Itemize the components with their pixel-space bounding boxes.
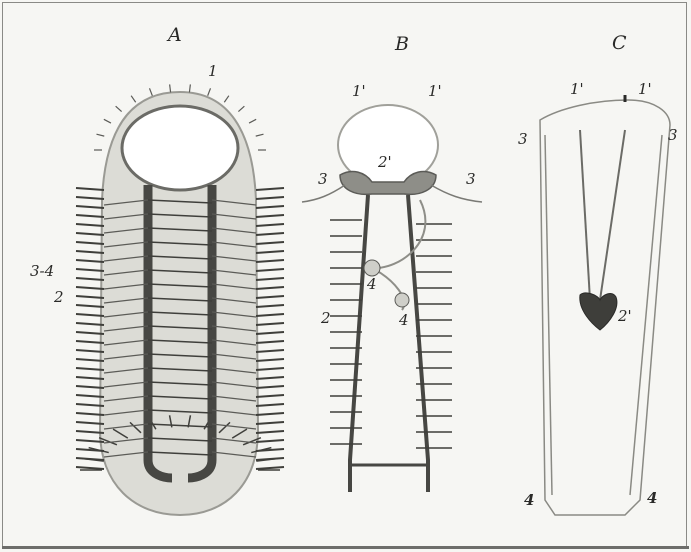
panel-c-label-1prime-right: 1' [638,82,652,97]
panel-c-label-2prime: 2' [618,309,632,324]
panel-a-spine [116,106,122,111]
panel-a-spine [76,314,104,316]
panel-a-spine [76,206,104,208]
panel-a-spine [256,422,284,424]
panel-c-lateral-nerve-right [630,135,662,495]
panel-a-spine [256,260,284,262]
panel-a-spine [76,215,104,217]
panel-a-spine [76,242,104,244]
panel-a-spine [256,206,284,208]
panel-b-ganglion-4b [395,293,409,307]
panel-a-spine [76,233,104,235]
panel-a-spine [256,395,284,397]
panel-c-label-4-left: 4 [524,493,534,508]
panel-a-spine [256,431,284,433]
panel-a-spine [256,314,284,316]
panel-a-spine [76,224,104,226]
panel-a-spine [256,188,284,190]
panel-c-label-4-right: 4 [647,491,657,506]
panel-a-spine [76,278,104,280]
panel-a-spine [256,215,284,217]
panel-a-spine [256,377,284,379]
panel-a-spine [150,88,153,95]
panel-a-spine [256,269,284,271]
panel-a-spine [238,106,244,111]
panel-a-spine [256,278,284,280]
panel-b-label-2prime: 2' [378,155,392,170]
panel-a-spine [76,323,104,325]
panel-c-nerve-left [580,130,590,300]
panel-a-spine [256,323,284,325]
panel-a-brain-ring [122,106,238,190]
panel-b-label-2: 2 [321,311,331,326]
panel-a-spine [76,467,104,469]
panel-a-spine [256,224,284,226]
panel-b-label-1prime-left: 1' [352,84,366,99]
panel-c-ganglion-2prime [580,293,617,330]
panel-a-spine [256,197,284,199]
panel-a-spine [131,96,136,103]
panel-a-spine [76,296,104,298]
panel-a-spine [256,413,284,415]
panel-a-spine [256,332,284,334]
panel-c-lateral-nerve-left [545,135,552,495]
panel-c-label-3-right: 3 [668,128,678,143]
panel-a-spine [256,296,284,298]
panel-a-spine [224,96,229,103]
panel-a-label-2: 2 [54,290,64,305]
panel-a-spine [76,287,104,289]
panel-b-label-1prime-right: 1' [428,84,442,99]
panel-b-label-3-right: 3 [466,172,476,187]
panel-a-spine [256,386,284,388]
panel-a-spine [96,134,104,136]
panel-a-spine [256,251,284,253]
panel-c-title: C [612,34,627,53]
panel-a-spine [256,233,284,235]
panel-c-label-3-left: 3 [518,132,528,147]
panel-a-spine [256,242,284,244]
panel-a-spine [256,350,284,352]
panel-b-label-4a: 4 [367,277,377,292]
panel-b-drawing [302,105,482,492]
panel-a-spine [170,84,171,92]
panel-a-spine [208,88,211,95]
panel-a-spine [76,251,104,253]
panel-a-spine [256,440,284,442]
panel-b-label-3-left: 3 [318,172,328,187]
panel-a-spine [76,188,104,190]
panel-a-spine [76,260,104,262]
panel-a-spine [256,305,284,307]
panel-a-spine [249,119,256,123]
panel-a-label-3-4: 3-4 [30,264,54,279]
panel-a-spine [189,84,190,92]
panel-a-spine [256,404,284,406]
panel-a-drawing [76,84,284,515]
panel-a-spine [256,368,284,370]
panel-a-label-1: 1 [208,64,218,79]
panel-a-spine [76,269,104,271]
panel-c-nerve-right [600,130,625,300]
panel-a-spine [76,305,104,307]
panel-a-spine [256,287,284,289]
panel-a-spine [76,197,104,199]
panel-b-label-4b: 4 [399,313,409,328]
panel-b-title: B [395,35,409,54]
panel-a-spine [256,134,264,136]
panel-c-label-1prime-left: 1' [570,82,584,97]
panel-a-spine [256,341,284,343]
panel-b-lateral-nerves [330,220,452,448]
panel-a-spine [104,119,111,123]
panel-a-spine [256,467,284,469]
panel-b-ganglion-4a [364,260,380,276]
panel-a-spine [256,359,284,361]
panel-a-spine [76,332,104,334]
panel-c-drawing [540,95,670,515]
panel-a-title: A [168,26,182,45]
panel-b-nerve-cord-left [350,195,368,492]
